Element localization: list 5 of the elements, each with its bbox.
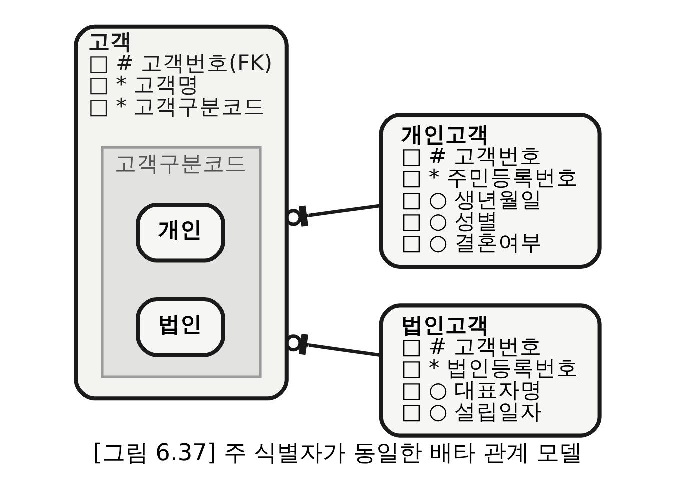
- node-box: 개인고객 □ # 고객번호 □ * 주민등록번호 □ ○ 생년월일 □ ○ 성별 □ ○ 결혼여부: [378, 113, 602, 269]
- node-box: 법인: [136, 297, 225, 358]
- caption: [그림 6.37] 주 식별자가 동일한 배타 관계 모델: [92, 440, 582, 467]
- node-box: 개인: [136, 202, 225, 263]
- node-box: 법인고객 □ # 고객번호 □ * 법인등록번호 □ ○ 대표자명 □ ○ 설립일자: [378, 304, 602, 438]
